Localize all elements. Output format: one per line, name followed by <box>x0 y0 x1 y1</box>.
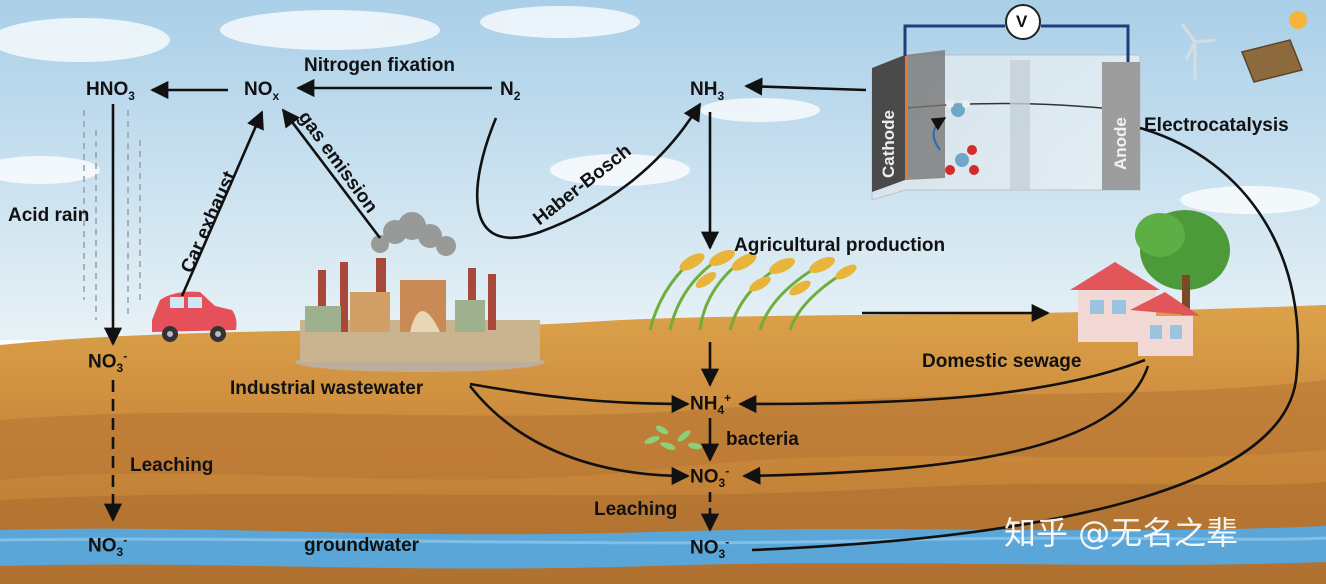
label-nh4: NH4+ <box>690 391 732 418</box>
arrow-groundwater-to-cell <box>751 126 1300 552</box>
label-electrocatalysis: Electrocatalysis <box>1144 115 1289 136</box>
label-no3-mid: NO3- <box>690 464 730 491</box>
arrow-car-to-nox <box>180 110 264 297</box>
label-no3-groundwater-right: NO3- <box>690 535 730 562</box>
label-leaching-right: Leaching <box>594 499 678 520</box>
label-leaching-left: Leaching <box>130 455 214 476</box>
label-anode: Anode <box>1111 117 1130 170</box>
arrow-n2-to-nh3 <box>475 102 702 239</box>
label-n2: N2 <box>500 79 521 103</box>
label-acid-rain: Acid rain <box>8 205 90 226</box>
cathode-electrode <box>872 50 945 192</box>
arrow-cell-to-nh3 <box>744 77 867 96</box>
arrow-sewage-to-no3 <box>742 365 1150 485</box>
label-no3-soil: NO3- <box>88 349 128 376</box>
label-agricultural-production: Agricultural production <box>734 235 946 256</box>
molecule-icons <box>930 100 979 175</box>
wire <box>903 24 1130 62</box>
car-illustration <box>152 291 237 342</box>
factory-illustration <box>295 212 545 372</box>
arrow-industrial-to-no3 <box>468 385 690 486</box>
label-bacteria: bacteria <box>726 429 799 450</box>
arrow-sewage-to-nh4 <box>738 358 1146 414</box>
wind-turbine-illustration <box>1180 23 1216 80</box>
clouds <box>0 6 1320 214</box>
solar-panel-illustration <box>1240 11 1307 83</box>
acid-rain-streaks <box>83 110 141 320</box>
label-groundwater: groundwater <box>304 535 420 556</box>
electrolysis-cell <box>871 4 1141 201</box>
rice-field-illustration <box>648 249 857 331</box>
anode-electrode <box>1102 62 1140 190</box>
label-voltmeter: V <box>1016 12 1028 31</box>
flow-arrows <box>103 77 1300 552</box>
arrow-factory-to-nox <box>281 108 382 239</box>
label-hno3: HNO3 <box>86 79 135 103</box>
label-cathode: Cathode <box>879 110 898 178</box>
bacteria-illustration <box>644 425 702 450</box>
arrow-industrial-to-nh4 <box>469 382 690 414</box>
voltmeter-icon <box>1005 4 1041 40</box>
groundwater-band <box>0 526 1326 569</box>
house-illustration <box>1070 210 1230 356</box>
watermark: 知乎 @无名之辈 <box>1004 514 1239 552</box>
label-industrial-wastewater: Industrial wastewater <box>230 378 424 399</box>
label-no3-groundwater-left: NO3- <box>88 533 128 560</box>
label-nox: NOx <box>244 79 280 103</box>
label-nh3: NH3 <box>690 79 725 103</box>
label-nitrogen-fixation: Nitrogen fixation <box>304 55 455 76</box>
label-domestic-sewage: Domestic sewage <box>922 351 1082 372</box>
